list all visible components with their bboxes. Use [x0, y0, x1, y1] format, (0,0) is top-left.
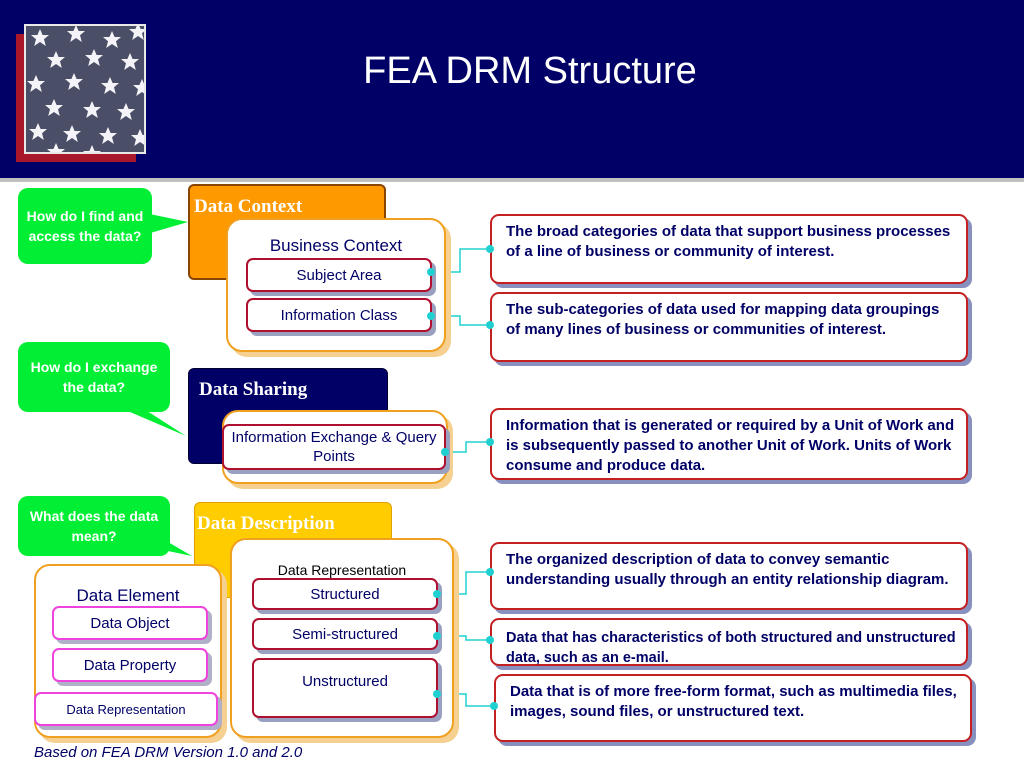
exchange-description: Information that is generated or require…	[490, 408, 968, 480]
semi-structured-connector-dot	[433, 632, 441, 640]
connector-information-class	[432, 315, 492, 326]
structured-description-dot	[486, 568, 494, 576]
subject-area-box: Subject Area	[246, 258, 432, 292]
bubble-data-meaning: What does the data mean?	[18, 496, 170, 556]
business-context-title: Business Context	[269, 236, 403, 255]
flag-stars-image	[24, 24, 146, 154]
exchange-description-dot	[486, 438, 494, 446]
subject-area-description: The broad categories of data that suppor…	[490, 214, 968, 284]
data-context-title: Data Context	[194, 196, 303, 217]
bubble-tail-find	[140, 212, 188, 236]
data-element-representation-box: Data Representation	[34, 692, 218, 726]
semi-structured-box: Semi-structured	[252, 618, 438, 650]
information-class-connector-dot	[427, 312, 435, 320]
stars-icon	[26, 26, 144, 152]
information-class-box: Information Class	[246, 298, 432, 332]
unstructured-connector-dot	[433, 690, 441, 698]
footnote: Based on FEA DRM Version 1.0 and 2.0	[34, 744, 303, 761]
structured-connector-dot	[433, 590, 441, 598]
structured-box: Structured	[252, 578, 438, 610]
connector-subject-area	[432, 248, 492, 273]
header-divider	[0, 178, 1024, 182]
unstructured-description-dot	[490, 702, 498, 710]
unstructured-box: Unstructured	[252, 658, 438, 718]
information-class-description-dot	[486, 321, 494, 329]
information-exchange-box: Information Exchange & Query Points	[222, 424, 446, 470]
data-property-box: Data Property	[52, 648, 208, 682]
data-representation-title: Data Representation	[277, 562, 407, 578]
data-sharing-title: Data Sharing	[199, 379, 308, 400]
bubble-exchange-data: How do I exchange the data?	[18, 342, 170, 412]
structured-description: The organized description of data to con…	[490, 542, 968, 610]
information-class-description: The sub-categories of data used for mapp…	[490, 292, 968, 362]
header-bar	[0, 0, 1024, 178]
semi-structured-description: Data that has characteristics of both st…	[490, 618, 968, 666]
page-title: FEA DRM Structure	[363, 50, 697, 92]
subject-area-connector-dot	[427, 268, 435, 276]
semi-structured-description-dot	[486, 636, 494, 644]
exchange-connector-dot	[441, 448, 449, 456]
unstructured-description: Data that is of more free-form format, s…	[494, 674, 972, 742]
bubble-find-data: How do I find and access the data?	[18, 188, 152, 264]
data-element-title: Data Element	[76, 586, 180, 605]
subject-area-description-dot	[486, 245, 494, 253]
data-object-box: Data Object	[52, 606, 208, 640]
connector-exchange	[446, 441, 492, 453]
data-description-title: Data Description	[197, 513, 335, 534]
